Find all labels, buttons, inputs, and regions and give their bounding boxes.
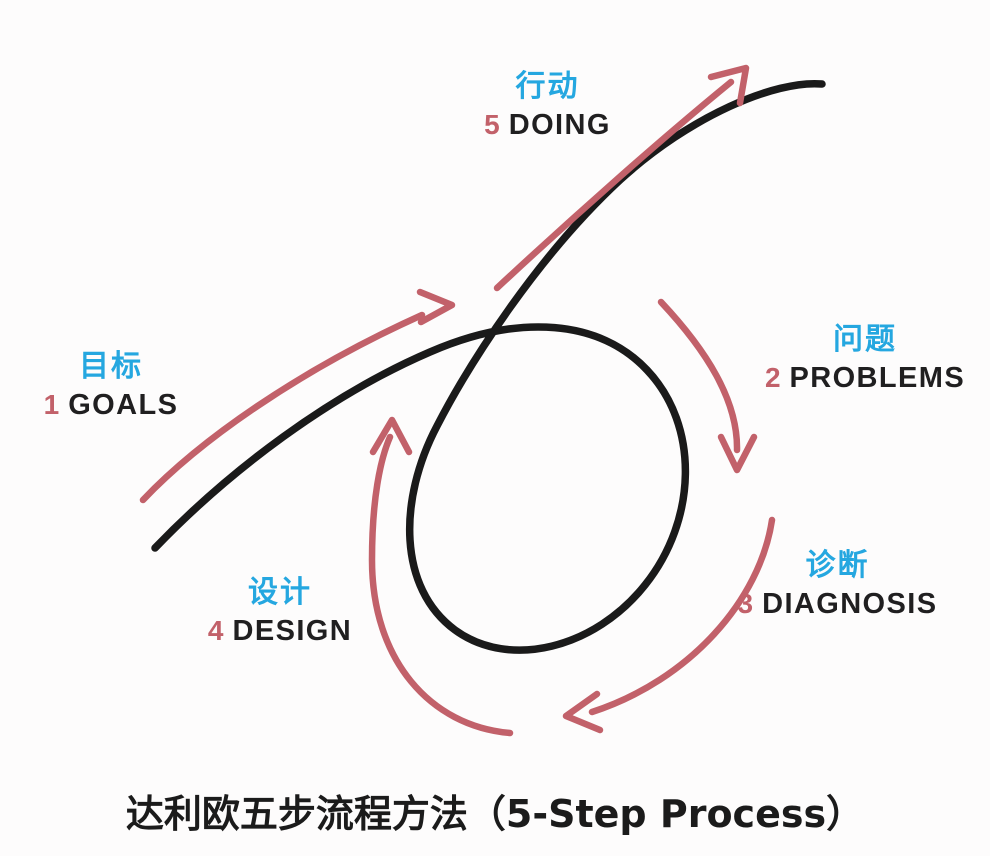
step-label-problems[interactable]: 问题 2 PROBLEMS bbox=[750, 325, 980, 393]
step-label-cn: 目标 bbox=[79, 349, 143, 384]
step-label-en-row: 4 DESIGN bbox=[190, 617, 370, 646]
step-number: 3 bbox=[737, 588, 754, 619]
spiral-loop-path bbox=[151, 79, 826, 654]
step-label-en: DIAGNOSIS bbox=[762, 588, 938, 620]
step-label-en: DOING bbox=[508, 109, 611, 141]
arrow-step-1 bbox=[139, 288, 456, 504]
step-label-en-row: 3 DIAGNOSIS bbox=[715, 590, 960, 619]
step-label-goals[interactable]: 目标 1 GOALS bbox=[16, 352, 206, 420]
step-number: 5 bbox=[484, 109, 500, 140]
step-number: 1 bbox=[43, 389, 60, 420]
page-title: 达利欧五步流程方法（5-Step Process） bbox=[125, 792, 865, 836]
step-label-cn: 问题 bbox=[833, 322, 897, 357]
step-label-en: DESIGN bbox=[232, 615, 353, 647]
arrow-step-4 bbox=[368, 416, 514, 737]
arrow-step-3 bbox=[562, 516, 776, 734]
step-label-en-row: 2 PROBLEMS bbox=[750, 364, 980, 393]
step-label-en: GOALS bbox=[68, 389, 179, 421]
step-number: 4 bbox=[207, 615, 224, 646]
step-label-en: PROBLEMS bbox=[789, 362, 966, 394]
step-label-doing[interactable]: 行动 5 DOING bbox=[455, 72, 640, 140]
step-label-cn: 行动 bbox=[515, 69, 580, 104]
arrow-step-5 bbox=[493, 64, 750, 292]
step-label-cn: 诊断 bbox=[805, 548, 870, 583]
step-label-en-row: 1 GOALS bbox=[16, 391, 206, 420]
step-label-diagnosis[interactable]: 诊断 3 DIAGNOSIS bbox=[715, 551, 960, 619]
step-label-en-row: 5 DOING bbox=[455, 111, 640, 140]
step-label-cn: 设计 bbox=[248, 575, 312, 610]
arrow-step-2 bbox=[657, 298, 758, 474]
step-label-design[interactable]: 设计 4 DESIGN bbox=[190, 578, 370, 646]
step-number: 2 bbox=[764, 362, 781, 393]
